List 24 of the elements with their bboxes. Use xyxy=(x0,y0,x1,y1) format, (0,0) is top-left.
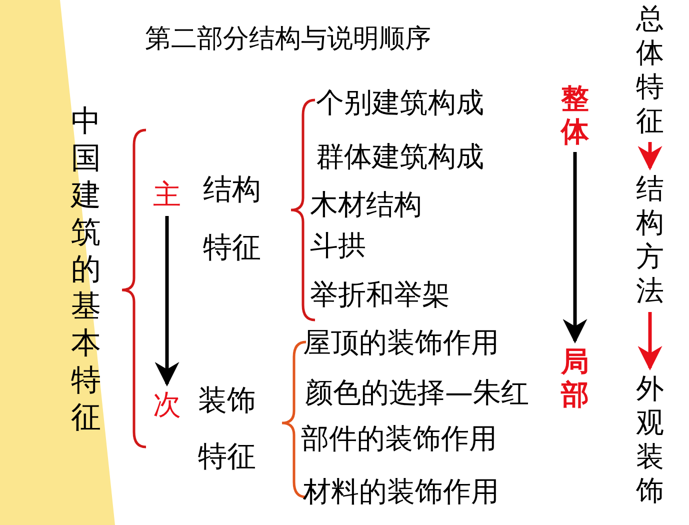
vertical-text: 整体 xyxy=(557,82,593,148)
vertical-text: 次 xyxy=(150,388,184,422)
list-item: 斗拱 xyxy=(310,229,366,263)
title: 第二部分结构与说明顺序 xyxy=(145,23,431,56)
list-item: 个别建筑构成 xyxy=(316,86,484,120)
list-item: 材料的装饰作用 xyxy=(303,475,499,509)
list-item: 举折和举架 xyxy=(310,278,450,312)
vertical-text: 结构方法 xyxy=(632,172,668,308)
vertical-text: 局部 xyxy=(557,345,593,411)
vertical-text: 总体特征 xyxy=(632,2,668,138)
list-item: 木材结构 xyxy=(310,188,422,222)
list-item: 屋顶的装饰作用 xyxy=(303,326,499,360)
list-item: 群体建筑构成 xyxy=(316,140,484,174)
vertical-text: 主 xyxy=(150,178,184,212)
category-text: 装饰特征 xyxy=(197,382,257,475)
list-item: 部件的装饰作用 xyxy=(301,422,497,456)
vertical-text: 中国建筑的基本特征 xyxy=(70,103,102,436)
arrow xyxy=(638,142,662,170)
list-item: 颜色的选择—朱红 xyxy=(305,376,529,410)
vertical-text: 外观装饰 xyxy=(632,372,668,508)
category-text: 结构特征 xyxy=(202,171,262,266)
arrow xyxy=(638,312,662,370)
arrow xyxy=(562,152,588,344)
arrow xyxy=(154,216,180,386)
